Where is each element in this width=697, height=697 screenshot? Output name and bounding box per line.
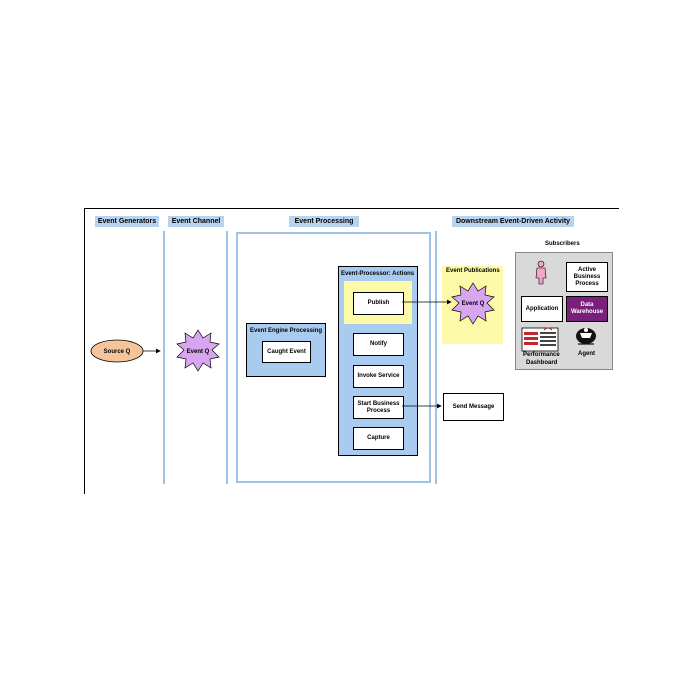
active-business-process-box: Active Business Process bbox=[566, 262, 608, 292]
event-q-channel-label: Event Q bbox=[187, 349, 210, 355]
application-box: Application bbox=[521, 296, 563, 322]
event-processing-container bbox=[236, 232, 431, 483]
event-q-channel-burst bbox=[176, 329, 220, 372]
start-bp-line-1: Start Business bbox=[357, 400, 400, 407]
event-engine-title: Event Engine Processing bbox=[250, 328, 323, 334]
data-warehouse-box: Data Warehouse bbox=[566, 296, 608, 322]
actions-title: Event-Processor: Actions bbox=[341, 271, 415, 277]
start-bp-line-2: Process bbox=[366, 407, 391, 414]
start-business-process-box: Start Business Process bbox=[353, 396, 404, 419]
dashboard-icon bbox=[521, 327, 559, 352]
event-publications-title: Event Publications bbox=[446, 268, 500, 274]
lane-divider-1 bbox=[163, 231, 165, 484]
person-icon bbox=[535, 260, 547, 285]
header-event-generators: Event Generators bbox=[95, 216, 159, 227]
lane-divider-3 bbox=[435, 231, 437, 484]
active-bp-line-2: Business bbox=[573, 273, 601, 280]
header-event-channel: Event Channel bbox=[168, 216, 224, 227]
active-bp-line-1: Active bbox=[577, 266, 596, 273]
agent-label: Agent bbox=[578, 351, 595, 357]
lane-divider-2 bbox=[226, 231, 228, 484]
dashboard-label-2: Dashboard bbox=[526, 360, 558, 366]
active-bp-line-3: Process bbox=[575, 280, 599, 287]
dashboard-label-1: Performance bbox=[523, 352, 560, 358]
warehouse-line-1: Data bbox=[580, 302, 594, 308]
subscribers-title: Subscribers bbox=[545, 241, 580, 247]
caught-event-box: Caught Event bbox=[262, 341, 311, 363]
event-q-publication-label: Event Q bbox=[462, 301, 485, 307]
event-q-publication-burst bbox=[451, 282, 495, 325]
header-event-processing: Event Processing bbox=[289, 216, 359, 227]
capture-box: Capture bbox=[353, 427, 404, 450]
invoke-service-box: Invoke Service bbox=[353, 365, 404, 388]
send-message-box: Send Message bbox=[443, 393, 504, 421]
source-q-label: Source Q bbox=[104, 349, 131, 355]
publish-box: Publish bbox=[353, 292, 404, 315]
notify-box: Notify bbox=[353, 333, 404, 356]
agent-icon bbox=[576, 328, 596, 345]
warehouse-line-2: Warehouse bbox=[570, 309, 604, 315]
header-downstream-activity: Downstream Event-Driven Activity bbox=[452, 216, 574, 227]
